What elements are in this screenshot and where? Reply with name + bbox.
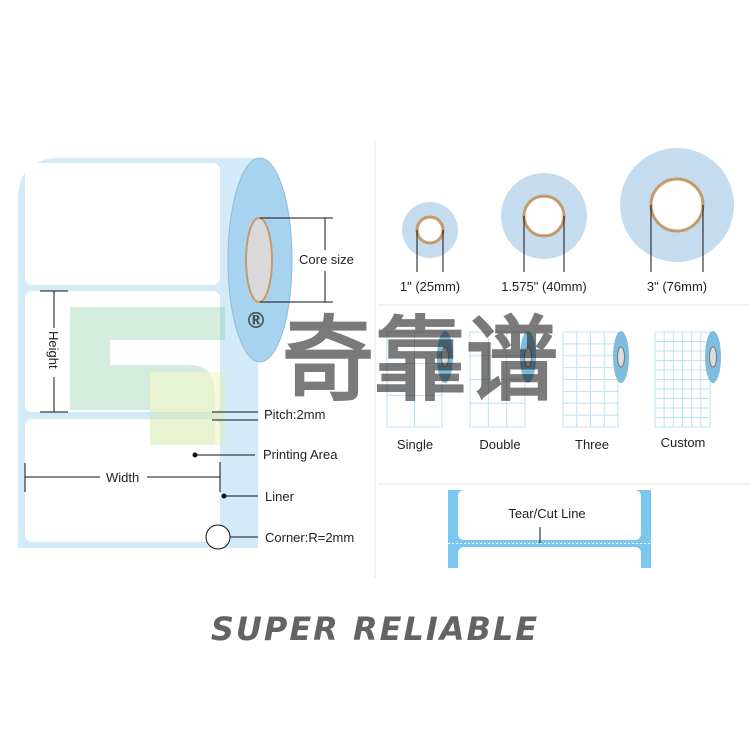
core-size-label-1: 1" (25mm) [400,279,460,294]
core [245,217,273,303]
liner-label: Liner [265,489,295,504]
label-3 [25,419,220,542]
printing-area-dot [192,452,198,458]
registered-mark: ® [245,309,267,334]
label-roll [18,157,293,548]
watermark-logo [70,307,225,445]
watermark-english: SUPER RELIABLE [211,610,539,648]
roll-icon-1 [386,331,453,428]
roll-icon-4 [654,331,721,428]
pitch-label: Pitch:2mm [264,407,325,422]
tear-line-diagram [448,490,651,577]
corner-label: Corner:R=2mm [265,530,354,545]
roll-type-custom: Custom [661,435,706,450]
core-size-label-3: 3" (76mm) [647,279,707,294]
roll-type-three: Three [575,437,609,452]
dimension-lines [24,217,333,550]
liner-dot [221,493,227,499]
core-size-large [620,148,734,272]
label-2 [25,291,220,412]
watermark-chinese: 奇靠谱 [282,307,558,414]
roll-icon-2 [469,331,536,428]
printing-area-label: Printing Area [263,447,338,462]
core-size-medium [501,173,587,272]
roll-type-double: Double [479,437,520,452]
roll-icon-3 [562,331,629,428]
label-1 [25,163,220,285]
width-label: Width [106,470,139,485]
core-size-label: Core size [299,252,354,267]
roll-types [386,331,721,428]
height-label: Height [46,331,61,369]
core-size-label-2: 1.575" (40mm) [501,279,587,294]
tear-line-label: Tear/Cut Line [508,506,585,521]
roll-type-single: Single [397,437,433,452]
core-size-small [402,202,458,272]
